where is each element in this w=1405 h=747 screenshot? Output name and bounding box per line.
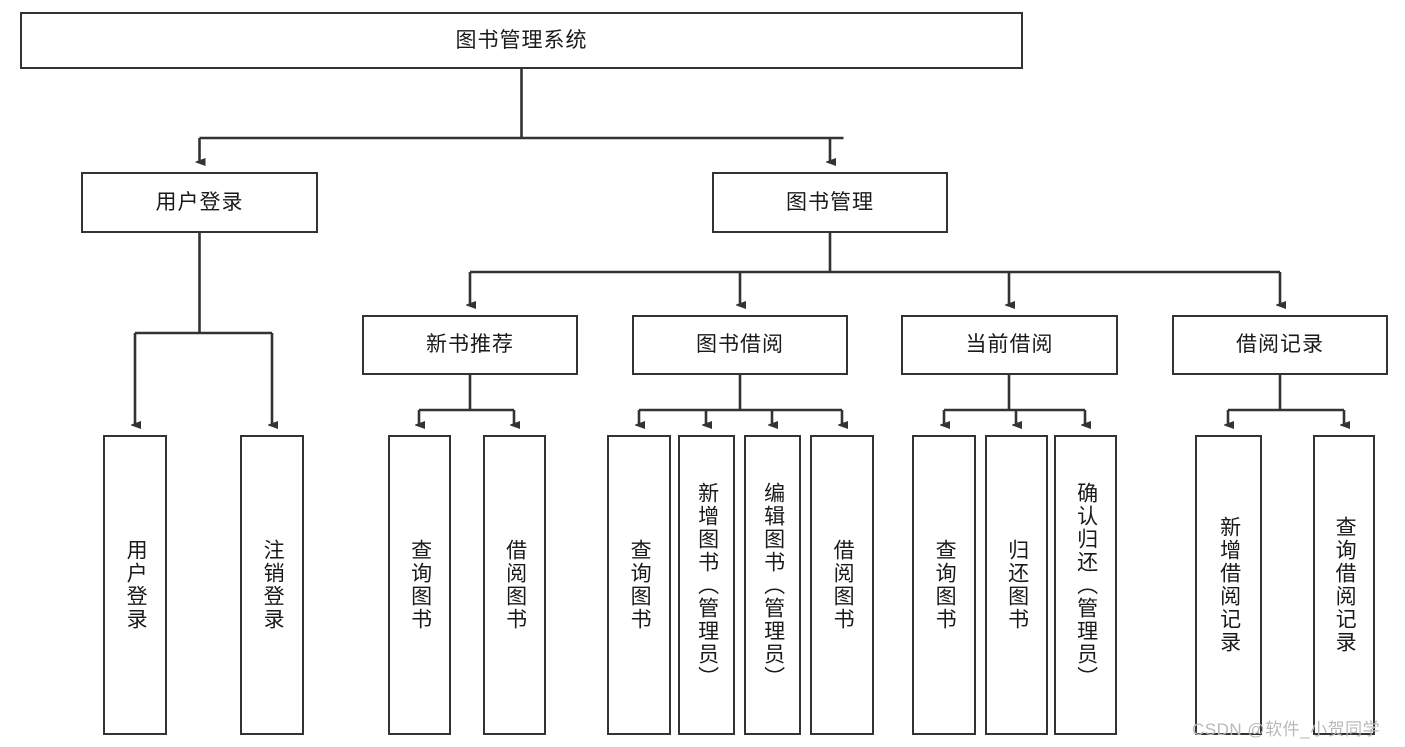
node-leaf-confirm-return[interactable]: 确认归还（管理员） [1054,435,1117,735]
node-leaf-borrow-book-label: 借阅图书 [831,539,855,631]
node-root[interactable]: 图书管理系统 [20,12,1023,69]
node-leaf-edit-book[interactable]: 编辑图书（管理员） [744,435,801,735]
node-leaf-user-logout[interactable]: 注销登录 [240,435,304,735]
node-user-login[interactable]: 用户登录 [81,172,318,233]
node-leaf-return-book[interactable]: 归还图书 [985,435,1048,735]
node-user-login-label: 用户登录 [155,190,244,214]
node-book-borrow[interactable]: 图书借阅 [632,315,848,375]
node-leaf-query-book-borrow-label: 查询图书 [628,539,652,631]
watermark: CSDN @软件_小贺同学 [1192,720,1381,739]
node-leaf-user-login[interactable]: 用户登录 [103,435,167,735]
node-root-label: 图书管理系统 [455,28,588,52]
node-borrow-record-label: 借阅记录 [1236,333,1324,357]
node-leaf-add-book[interactable]: 新增图书（管理员） [678,435,735,735]
node-leaf-query-borrow-record[interactable]: 查询借阅记录 [1313,435,1375,735]
node-leaf-add-borrow-record-label: 新增借阅记录 [1217,516,1241,654]
node-current-borrow[interactable]: 当前借阅 [901,315,1118,375]
node-leaf-borrow-book-recommend[interactable]: 借阅图书 [483,435,546,735]
node-leaf-return-book-label: 归还图书 [1005,539,1029,631]
node-leaf-query-book-current-label: 查询图书 [933,539,957,631]
node-book-borrow-label: 图书借阅 [696,333,784,357]
node-leaf-query-book-borrow[interactable]: 查询图书 [607,435,671,735]
node-leaf-add-book-label: 新增图书（管理员） [695,481,719,689]
node-current-borrow-label: 当前借阅 [965,333,1054,357]
node-leaf-confirm-return-label: 确认归还（管理员） [1074,481,1098,689]
node-leaf-user-login-label: 用户登录 [124,539,148,631]
node-new-book-recommend-label: 新书推荐 [426,333,514,357]
node-book-manage-label: 图书管理 [786,190,874,214]
node-leaf-borrow-book-recommend-label: 借阅图书 [503,539,527,631]
node-leaf-add-borrow-record[interactable]: 新增借阅记录 [1195,435,1262,735]
node-leaf-user-logout-label: 注销登录 [261,539,285,631]
node-leaf-query-book-recommend[interactable]: 查询图书 [388,435,451,735]
node-borrow-record[interactable]: 借阅记录 [1172,315,1388,375]
node-leaf-query-book-recommend-label: 查询图书 [408,539,432,631]
node-leaf-edit-book-label: 编辑图书（管理员） [761,481,785,689]
node-new-book-recommend[interactable]: 新书推荐 [362,315,578,375]
node-leaf-query-borrow-record-label: 查询借阅记录 [1333,516,1357,654]
node-leaf-query-book-current[interactable]: 查询图书 [912,435,976,735]
node-book-manage[interactable]: 图书管理 [712,172,948,233]
node-leaf-borrow-book[interactable]: 借阅图书 [810,435,874,735]
